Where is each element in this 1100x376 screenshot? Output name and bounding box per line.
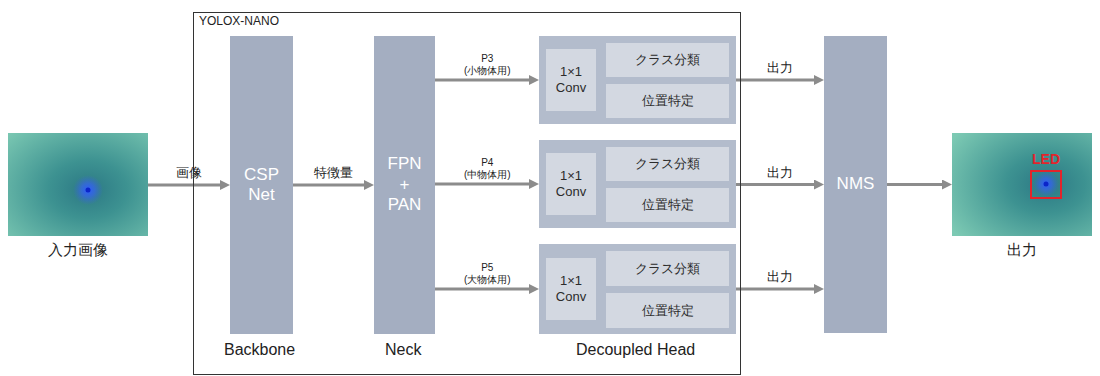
image-frame: 入力画像 — [8, 133, 148, 236]
process-box: クラス分類 — [606, 43, 729, 77]
edge-label: P4 (中物体用) — [464, 157, 511, 180]
edge-label: P5 (大物体用) — [464, 262, 511, 285]
led-glow — [1033, 171, 1059, 197]
flow-arrow — [736, 79, 816, 82]
flow-arrow — [148, 184, 222, 187]
frame-title: YOLOX-NANO — [199, 14, 279, 28]
led-dot — [1044, 182, 1049, 187]
section-label: Decoupled Head — [576, 341, 695, 359]
process-box: クラス分類 — [606, 251, 729, 286]
box-label: 1×1 Conv — [551, 64, 591, 95]
box-label: CSP Net — [234, 165, 289, 206]
process-box: CSP Net — [230, 36, 293, 334]
box-label: 位置特定 — [642, 93, 694, 109]
detection-label: LED — [1032, 151, 1060, 167]
flow-arrow — [435, 79, 531, 82]
led-dot — [86, 188, 91, 193]
head-group: 1×1 Conv クラス分類位置特定 — [539, 140, 736, 228]
image-frame: 出力 — [952, 133, 1092, 236]
input-photo — [8, 133, 148, 236]
box-label: 位置特定 — [642, 197, 694, 213]
edge-label: 特徴量 — [314, 166, 353, 181]
process-box: 1×1 Conv — [546, 258, 596, 320]
output-photo — [952, 133, 1092, 236]
process-box: FPN + PAN — [374, 36, 435, 334]
image-caption: 入力画像 — [0, 241, 168, 260]
flow-arrow — [293, 184, 366, 187]
edge-label: 出力 — [767, 270, 793, 285]
box-label: NMS — [837, 174, 875, 194]
process-box: 1×1 Conv — [546, 153, 596, 215]
detection-box — [1031, 171, 1061, 198]
flow-arrow — [435, 183, 531, 186]
flow-arrow — [435, 288, 531, 291]
flow-arrow — [887, 183, 944, 186]
process-box: 位置特定 — [606, 188, 729, 222]
box-label: クラス分類 — [635, 156, 700, 172]
head-group: 1×1 Conv クラス分類位置特定 — [539, 244, 736, 334]
edge-label: 出力 — [767, 61, 793, 76]
image-caption: 出力 — [932, 241, 1100, 260]
edge-label: 出力 — [767, 166, 793, 181]
led-glow — [73, 175, 103, 205]
process-box: 1×1 Conv — [546, 49, 596, 111]
flow-arrow — [736, 183, 816, 186]
box-label: クラス分類 — [635, 261, 700, 277]
box-label: 1×1 Conv — [551, 273, 591, 304]
section-label: Neck — [385, 341, 421, 359]
box-label: クラス分類 — [635, 52, 700, 68]
flow-arrow — [736, 288, 816, 291]
process-box: NMS — [824, 36, 887, 333]
box-label: 1×1 Conv — [551, 168, 591, 199]
process-box: クラス分類 — [606, 147, 729, 181]
box-label: FPN + PAN — [384, 154, 426, 215]
edge-label: P3 (小物体用) — [464, 53, 511, 76]
section-label: Backbone — [224, 341, 295, 359]
process-box: 位置特定 — [606, 84, 729, 118]
box-label: 位置特定 — [642, 303, 694, 319]
head-group: 1×1 Conv クラス分類位置特定 — [539, 36, 736, 124]
process-box: 位置特定 — [606, 293, 729, 328]
edge-label: 画像 — [176, 166, 202, 181]
